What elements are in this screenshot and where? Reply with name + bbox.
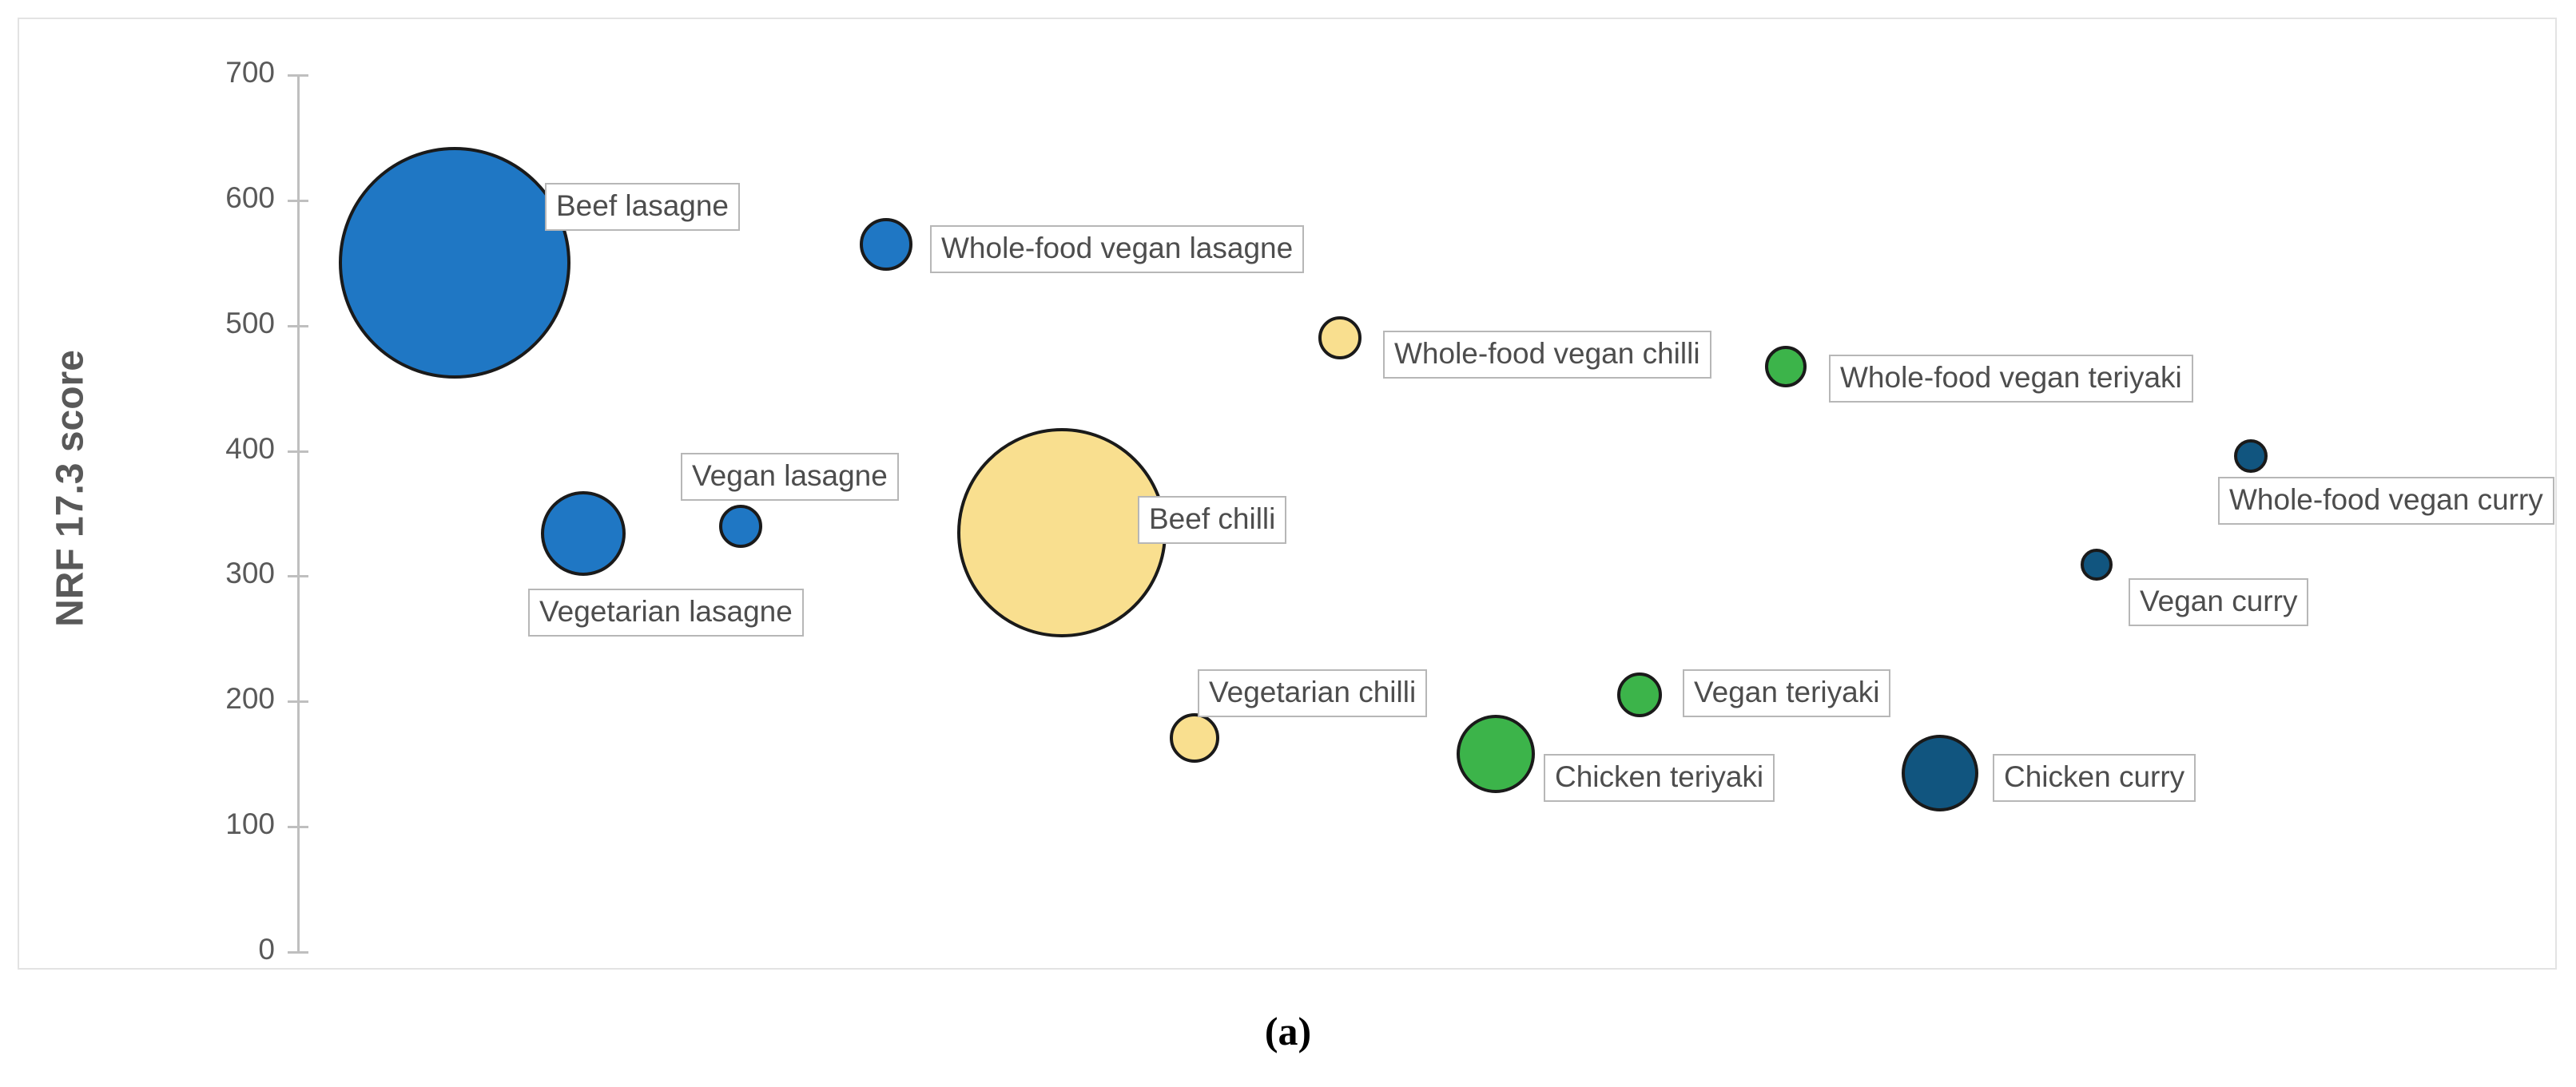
data-label-vegetarian-chilli: Vegetarian chilli <box>1198 669 1428 718</box>
y-axis-line <box>297 75 300 952</box>
bubble-vegan-teriyaki[interactable] <box>1617 672 1662 718</box>
data-label-whole-food-vegan-curry: Whole-food vegan curry <box>2218 477 2554 526</box>
bubble-vegan-lasagne[interactable] <box>719 504 762 548</box>
bubble-whole-food-vegan-teriyaki[interactable] <box>1765 346 1807 388</box>
data-label-whole-food-vegan-chilli: Whole-food vegan chilli <box>1383 331 1711 379</box>
y-axis-tick-mark <box>288 74 308 77</box>
bubble-beef-chilli[interactable] <box>957 427 1167 637</box>
data-label-vegan-teriyaki: Vegan teriyaki <box>1683 669 1891 718</box>
figure-caption: (a) <box>1264 1009 1312 1053</box>
y-axis-tick-mark <box>288 575 308 578</box>
bubble-vegetarian-lasagne[interactable] <box>541 491 626 577</box>
y-axis-tick-label: 600 <box>225 181 275 214</box>
bubble-chicken-teriyaki[interactable] <box>1457 715 1535 794</box>
y-axis-tick-mark <box>288 700 308 704</box>
bubble-whole-food-vegan-curry[interactable] <box>2234 438 2268 473</box>
y-axis-tick-label: 200 <box>225 682 275 716</box>
y-axis-tick-label: 0 <box>258 933 275 966</box>
data-label-vegan-curry: Vegan curry <box>2129 578 2309 627</box>
data-label-vegetarian-lasagne: Vegetarian lasagne <box>528 589 804 637</box>
plot-area: NRF 17.3 score 0 100 200 300 400 500 600 700 Be… <box>19 19 2558 971</box>
bubble-vegan-curry[interactable] <box>2081 549 2113 581</box>
y-axis-tick-label: 500 <box>225 306 275 339</box>
data-label-whole-food-vegan-lasagne: Whole-food vegan lasagne <box>930 225 1305 274</box>
bubble-vegetarian-chilli[interactable] <box>1170 712 1219 763</box>
data-label-vegan-lasagne: Vegan lasagne <box>681 453 899 502</box>
data-label-chicken-curry: Chicken curry <box>1993 754 2196 803</box>
y-axis-tick-mark <box>288 450 308 453</box>
y-axis-title: NRF 17.3 score <box>49 350 92 627</box>
y-axis-tick-mark <box>288 951 308 954</box>
bubble-whole-food-vegan-chilli[interactable] <box>1318 316 1362 360</box>
data-label-beef-chilli: Beef chilli <box>1138 496 1287 545</box>
y-axis-tick-mark <box>288 324 308 327</box>
data-label-beef-lasagne: Beef lasagne <box>545 183 741 232</box>
bubble-chicken-curry[interactable] <box>1902 734 1978 811</box>
bubble-whole-food-vegan-lasagne[interactable] <box>860 217 912 271</box>
y-axis-tick-label: 400 <box>225 431 275 465</box>
y-axis-tick-label: 100 <box>225 807 275 841</box>
y-axis-tick-label: 300 <box>225 557 275 590</box>
y-axis-tick-label: 700 <box>225 56 275 89</box>
bubble-beef-lasagne[interactable] <box>339 147 570 379</box>
data-label-whole-food-vegan-teriyaki: Whole-food vegan teriyaki <box>1829 355 2193 403</box>
data-label-chicken-teriyaki: Chicken teriyaki <box>1544 754 1775 803</box>
y-axis-tick-mark <box>288 199 308 202</box>
chart-frame: NRF 17.3 score 0 100 200 300 400 500 600 700 Be… <box>18 18 2557 970</box>
y-axis-tick-mark <box>288 826 308 829</box>
